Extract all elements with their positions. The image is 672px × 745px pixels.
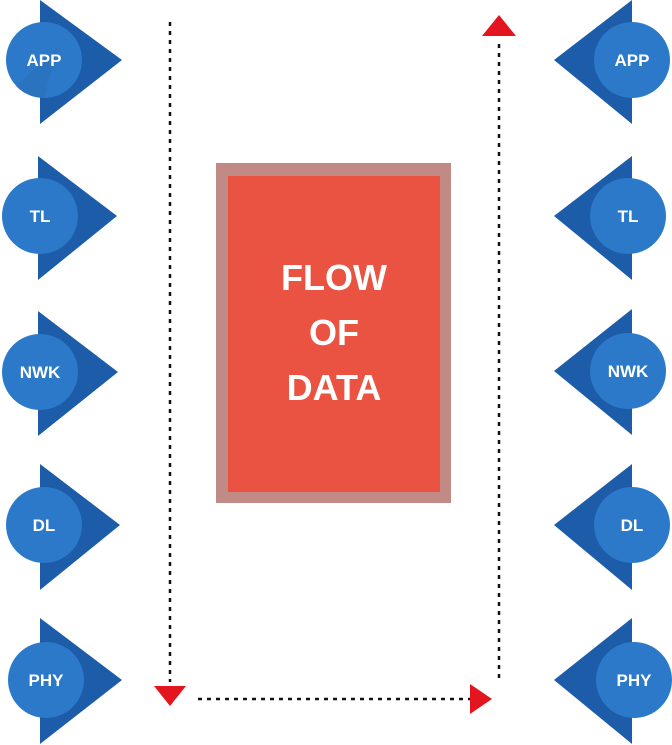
center-box-line-1: FLOW — [281, 257, 387, 298]
left-stack: APP TL NWK DL PHY — [2, 0, 122, 744]
left-layer-app-label: APP — [27, 51, 62, 70]
left-layer-tl-label: TL — [30, 207, 51, 226]
right-layer-dl-label: DL — [621, 516, 644, 535]
left-layer-tl: TL — [2, 156, 117, 280]
left-layer-phy-label: PHY — [29, 671, 65, 690]
up-arrowhead — [482, 15, 516, 36]
right-layer-nwk-label: NWK — [608, 362, 649, 381]
center-box-fill — [228, 176, 440, 492]
right-layer-phy-label: PHY — [617, 671, 653, 690]
left-layer-dl-label: DL — [33, 516, 56, 535]
right-layer-tl: TL — [554, 156, 666, 280]
right-layer-app: APP — [554, 0, 670, 124]
right-stack: APP TL NWK DL PHY — [554, 0, 672, 744]
left-layer-nwk-label: NWK — [20, 363, 61, 382]
right-layer-phy: PHY — [554, 618, 672, 744]
center-box-line-3: DATA — [287, 367, 382, 408]
left-layer-app: APP — [6, 0, 122, 124]
center-box: FLOW OF DATA — [216, 163, 451, 503]
right-layer-app-label: APP — [615, 51, 650, 70]
across-arrowhead — [470, 684, 492, 714]
left-layer-dl: DL — [6, 464, 120, 590]
down-arrowhead — [154, 686, 186, 706]
left-layer-phy: PHY — [8, 618, 122, 744]
left-layer-nwk: NWK — [2, 311, 118, 436]
center-box-line-2: OF — [309, 312, 359, 353]
right-layer-nwk: NWK — [554, 309, 666, 435]
data-flow-path — [154, 15, 516, 714]
right-layer-tl-label: TL — [618, 207, 639, 226]
right-layer-dl: DL — [554, 464, 670, 590]
